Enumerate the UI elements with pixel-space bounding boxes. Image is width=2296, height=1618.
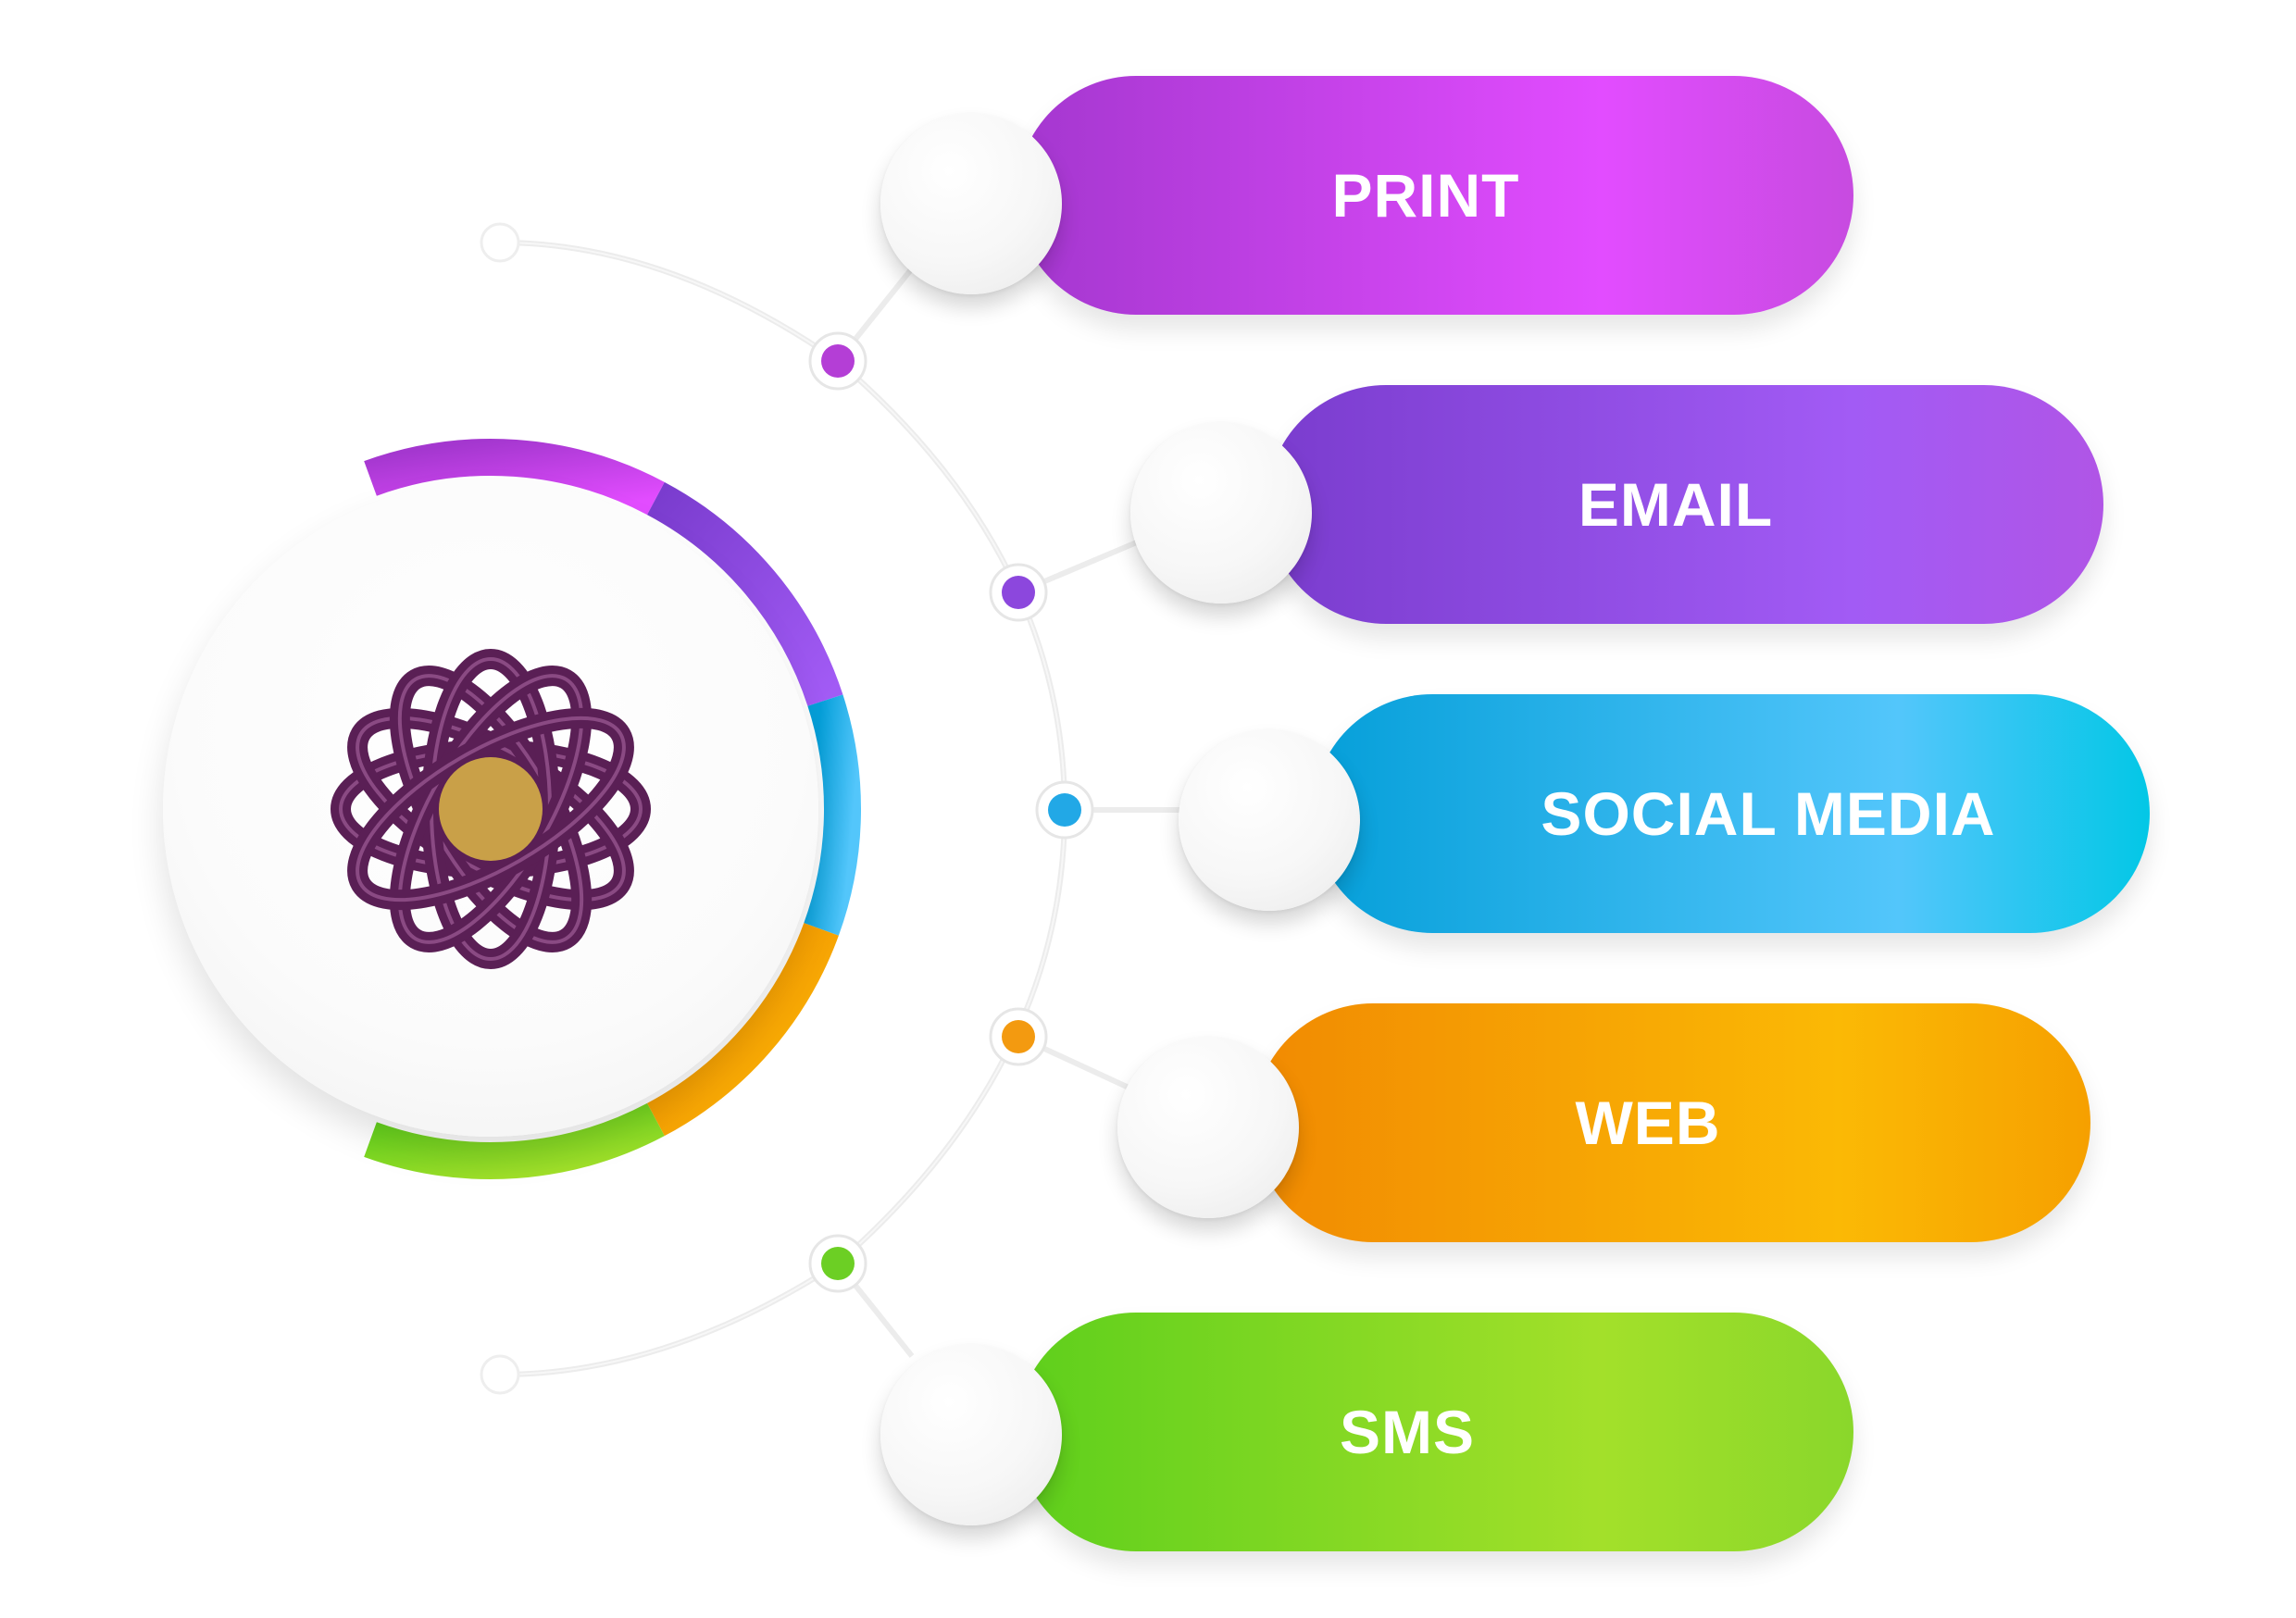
knob-print: [880, 113, 1062, 294]
channel-pill-sms: [1017, 1313, 1853, 1551]
channel-pill-email: [1267, 385, 2103, 624]
hub-ring-segment: [646, 481, 843, 706]
logo-loop-highlight: [356, 716, 626, 902]
knob-sms: [880, 1344, 1062, 1525]
connector-dot: [1002, 1020, 1035, 1053]
channel-pill-web: [1254, 1003, 2090, 1242]
knob-web: [1117, 1037, 1299, 1218]
channel-label-print: PRINT: [1331, 161, 1520, 230]
connector-dot: [821, 344, 855, 378]
channel-label-sms: SMS: [1339, 1398, 1476, 1466]
connector-dot: [1002, 576, 1035, 609]
channel-label-social-media: SOCIAL MEDIA: [1541, 779, 1996, 848]
knob-social-media: [1179, 729, 1360, 911]
hub-ring-segment: [646, 923, 839, 1137]
arc-end-cap: [480, 222, 520, 263]
channel-label-web: WEB: [1575, 1089, 1721, 1157]
logo-center-disc: [439, 757, 543, 861]
hub-ring-segment: [364, 1102, 665, 1179]
knob-email: [1130, 422, 1312, 604]
hub-ring-segment: [804, 694, 861, 936]
channel-pill-print: [1017, 76, 1853, 315]
connector-dot: [821, 1247, 855, 1280]
channel-pill-social-media: [1313, 694, 2150, 933]
hub-ring-segment: [364, 439, 665, 516]
connector-dot: [1048, 793, 1081, 827]
channel-label-email: EMAIL: [1578, 470, 1774, 539]
arc-end-cap: [480, 1354, 520, 1395]
